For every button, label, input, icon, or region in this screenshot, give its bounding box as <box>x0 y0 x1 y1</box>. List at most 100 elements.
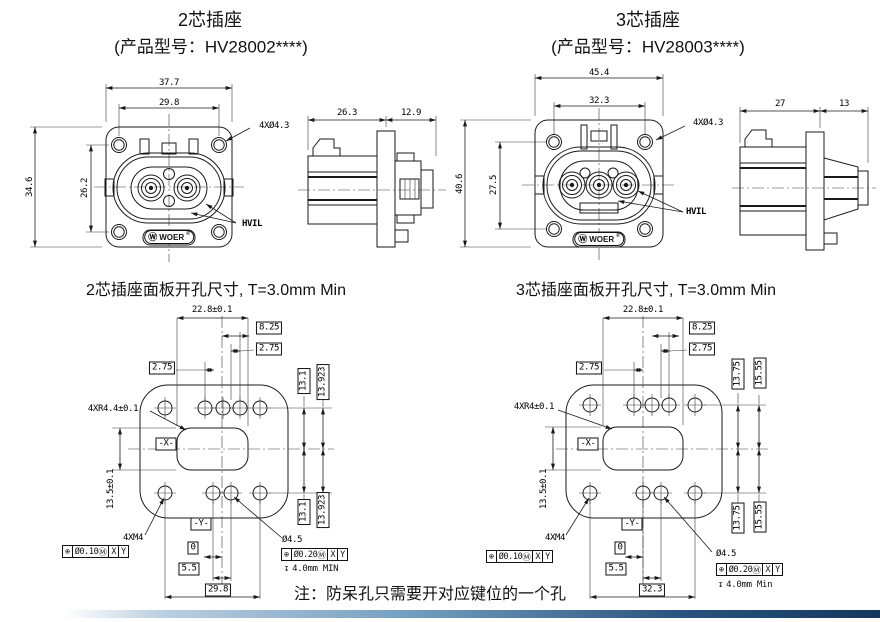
mmc-modifier-icon: Ⓜ <box>522 552 531 563</box>
cutout-zero-2pin: 0 <box>187 541 199 555</box>
two-pin-title: 2芯插座 <box>177 10 243 30</box>
gdt-datum-ref-2: Y <box>545 551 550 562</box>
hvil-label-3pin: HVIL <box>685 207 707 217</box>
gdt-datum-ref-1: X <box>328 549 339 560</box>
two-pin-side-view <box>298 116 446 248</box>
woer-logo-mark: Ⓦ <box>578 233 588 244</box>
cutout-row139-top-2pin: 13.923 <box>316 363 330 401</box>
mmc-modifier-icon: Ⓜ <box>98 547 107 558</box>
cutout-row139-bot-2pin: 13.923 <box>316 491 330 529</box>
dim-width-outer-2pin: 37.7 <box>158 78 180 88</box>
position-symbol-icon: ⊕ <box>717 564 727 575</box>
cutout-key-pitch-3pin: 5.5 <box>605 562 627 576</box>
cutout-dim-275l-3pin: 2.75 <box>575 361 603 375</box>
cutout-row139-bot-3pin: 15.55 <box>753 501 767 533</box>
hole-callout-2pin: 4XØ4.3 <box>258 121 290 131</box>
cutout-header-2pin: 2芯插座面板开孔尺寸, T=3.0mm Min <box>85 282 347 299</box>
depth-symbol-icon: ↧ <box>284 564 290 574</box>
cutout-zero-3pin: 0 <box>614 541 626 555</box>
cutout-row13-top-2pin: 13.1 <box>297 367 311 395</box>
gdt-datum-ref-1: X <box>109 546 120 557</box>
dim-width-inner-2pin: 29.8 <box>158 98 180 108</box>
cutout-dim-825-3pin: 8.25 <box>688 321 716 335</box>
hvil-label-2pin: HVIL <box>241 219 263 229</box>
key-hole-callout-2pin: Ø4.5 <box>281 535 303 545</box>
thread-callout-2pin: 4XM4 <box>122 533 144 543</box>
datum-y-2pin: -Y- <box>190 517 212 531</box>
dim-depth-rear-2pin: 12.9 <box>400 108 422 118</box>
depth-symbol-icon: ↧ <box>718 580 724 590</box>
mmc-modifier-icon: Ⓜ <box>317 550 326 561</box>
cutout-key-pitch-2pin: 5.5 <box>178 562 200 576</box>
cutout-header-3pin: 3芯插座面板开孔尺寸, T=3.0mm Min <box>515 282 777 299</box>
depth-note-text: 4.0mm Min <box>726 580 773 590</box>
cutout-row139-top-3pin: 15.55 <box>753 357 767 389</box>
cutout-top-width-3pin: 22.8±0.1 <box>622 305 664 315</box>
depth-note-3pin: ↧ 4.0mm Min <box>718 580 773 590</box>
cutout-top-width-2pin: 22.8±0.1 <box>191 305 233 315</box>
datum-y-3pin: -Y- <box>621 517 643 531</box>
thread-callout-3pin: 4XM4 <box>544 533 566 543</box>
woer-logo-text: WOER <box>159 232 185 242</box>
cutout-corner-radius-2pin: 4XR4.4±0.1 <box>87 404 139 414</box>
mmc-modifier-icon: Ⓜ <box>752 565 761 576</box>
footer-accent-bar <box>64 610 880 618</box>
cutout-bottom-width-3pin: 32.3 <box>638 583 666 597</box>
depth-note-text: 4.0mm MIN <box>292 564 339 574</box>
dim-height-inner-2pin: 26.2 <box>80 177 90 199</box>
dim-height-inner-3pin: 27.5 <box>489 174 499 196</box>
gdt-datum-ref-1: X <box>763 564 774 575</box>
cutout-dim-275r-2pin: 2.75 <box>255 342 283 356</box>
cutout-dim-275r-3pin: 2.75 <box>688 342 716 356</box>
position-symbol-icon: ⊕ <box>63 546 73 557</box>
dim-width-inner-3pin: 32.3 <box>588 96 610 106</box>
cutout-row13-bot-2pin: 13.1 <box>297 498 311 526</box>
datum-x-2pin: -X- <box>155 437 177 451</box>
dim-depth-rear-3pin: 13 <box>838 99 850 109</box>
dim-height-outer-3pin: 40.6 <box>455 173 465 195</box>
cutout-dim-275l-2pin: 2.75 <box>148 361 176 375</box>
cutout-opening-height-2pin: 13.5±0.1 <box>106 468 116 510</box>
gdt-datum-ref-2: Y <box>340 549 345 560</box>
woer-logo-text: WOER <box>589 234 615 244</box>
gdt-datum-ref-2: Y <box>121 546 126 557</box>
cutout-row13-top-3pin: 13.75 <box>731 358 745 390</box>
three-pin-title: 3芯插座 <box>615 10 681 30</box>
woer-logo-mark: Ⓦ <box>148 231 158 242</box>
cutout-corner-radius-3pin: 4XR4±0.1 <box>513 402 555 412</box>
depth-note-2pin: ↧ 4.0mm MIN <box>284 564 339 574</box>
cutout-bottom-width-2pin: 29.8 <box>204 583 232 597</box>
two-pin-front-view <box>30 84 251 262</box>
keying-note: 注：防呆孔只需要开对应键位的一个孔 <box>293 586 567 603</box>
three-pin-model: (产品型号：HV28003****) <box>551 37 745 57</box>
gdt-tol-value: Ø0.20 <box>728 564 753 575</box>
gdt-tol-value: Ø0.10 <box>498 551 523 562</box>
dim-depth-body-2pin: 26.3 <box>336 108 358 118</box>
position-symbol-icon: ⊕ <box>282 549 292 560</box>
cutout-row13-bot-3pin: 13.75 <box>731 502 745 534</box>
dim-depth-body-3pin: 27 <box>774 99 786 109</box>
dim-width-outer-3pin: 45.4 <box>588 68 610 78</box>
position-symbol-icon: ⊕ <box>487 551 497 562</box>
cutout-opening-height-3pin: 13.5±0.1 <box>539 468 549 510</box>
registered-mark-icon: ® <box>186 231 190 237</box>
gdt-tol-value: Ø0.20 <box>293 549 318 560</box>
key-hole-callout-3pin: Ø4.5 <box>715 549 737 559</box>
registered-mark-icon: ® <box>616 233 620 239</box>
gdt-tol-value: Ø0.10 <box>74 546 99 557</box>
dim-height-outer-2pin: 34.6 <box>25 176 35 198</box>
two-pin-model: (产品型号：HV28002****) <box>114 37 308 57</box>
datum-x-3pin: -X- <box>577 437 599 451</box>
